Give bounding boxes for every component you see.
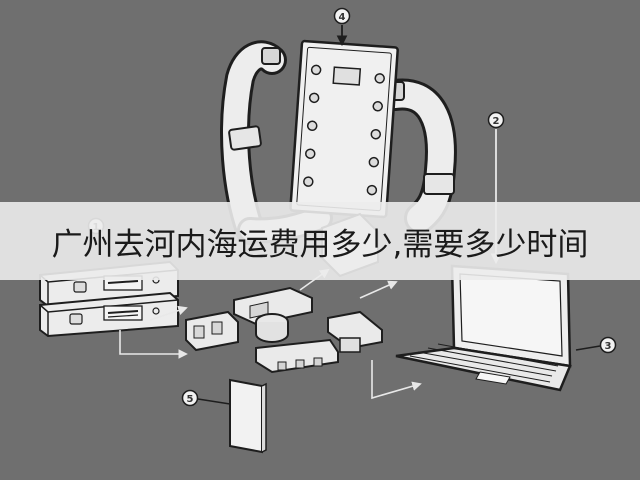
laptop-keyboard-deck: [395, 346, 572, 392]
bracket-right: [327, 310, 383, 353]
callout-3: 3: [575, 336, 617, 354]
tablet-card: [229, 378, 267, 454]
callout-4-number: 4: [339, 12, 346, 23]
callout-5: 5: [181, 389, 231, 407]
led-panel: [289, 39, 399, 219]
bracket-bottom: [255, 338, 339, 374]
controller-box-bottom: [39, 291, 179, 338]
callout-3-number: 3: [605, 341, 612, 352]
caption-text: 广州去河内海运费用多少,需要多少时间: [51, 226, 589, 263]
laptop: [395, 264, 572, 392]
laptop-touchpad: [475, 371, 511, 385]
bracket-left: [185, 310, 239, 352]
left-strap-clip: [228, 125, 262, 151]
panel-display: [332, 66, 362, 86]
callout-2-number: 2: [493, 116, 500, 127]
right-strap-clip: [423, 173, 455, 195]
callout-4: 4: [333, 7, 351, 47]
assembly-arrows: [119, 268, 422, 400]
left-end-cap: [261, 47, 281, 65]
caption-banner: 广州去河内海运费用多少,需要多少时间: [0, 202, 640, 280]
callout-5-number: 5: [187, 394, 194, 405]
ring-coupler: [255, 313, 289, 343]
